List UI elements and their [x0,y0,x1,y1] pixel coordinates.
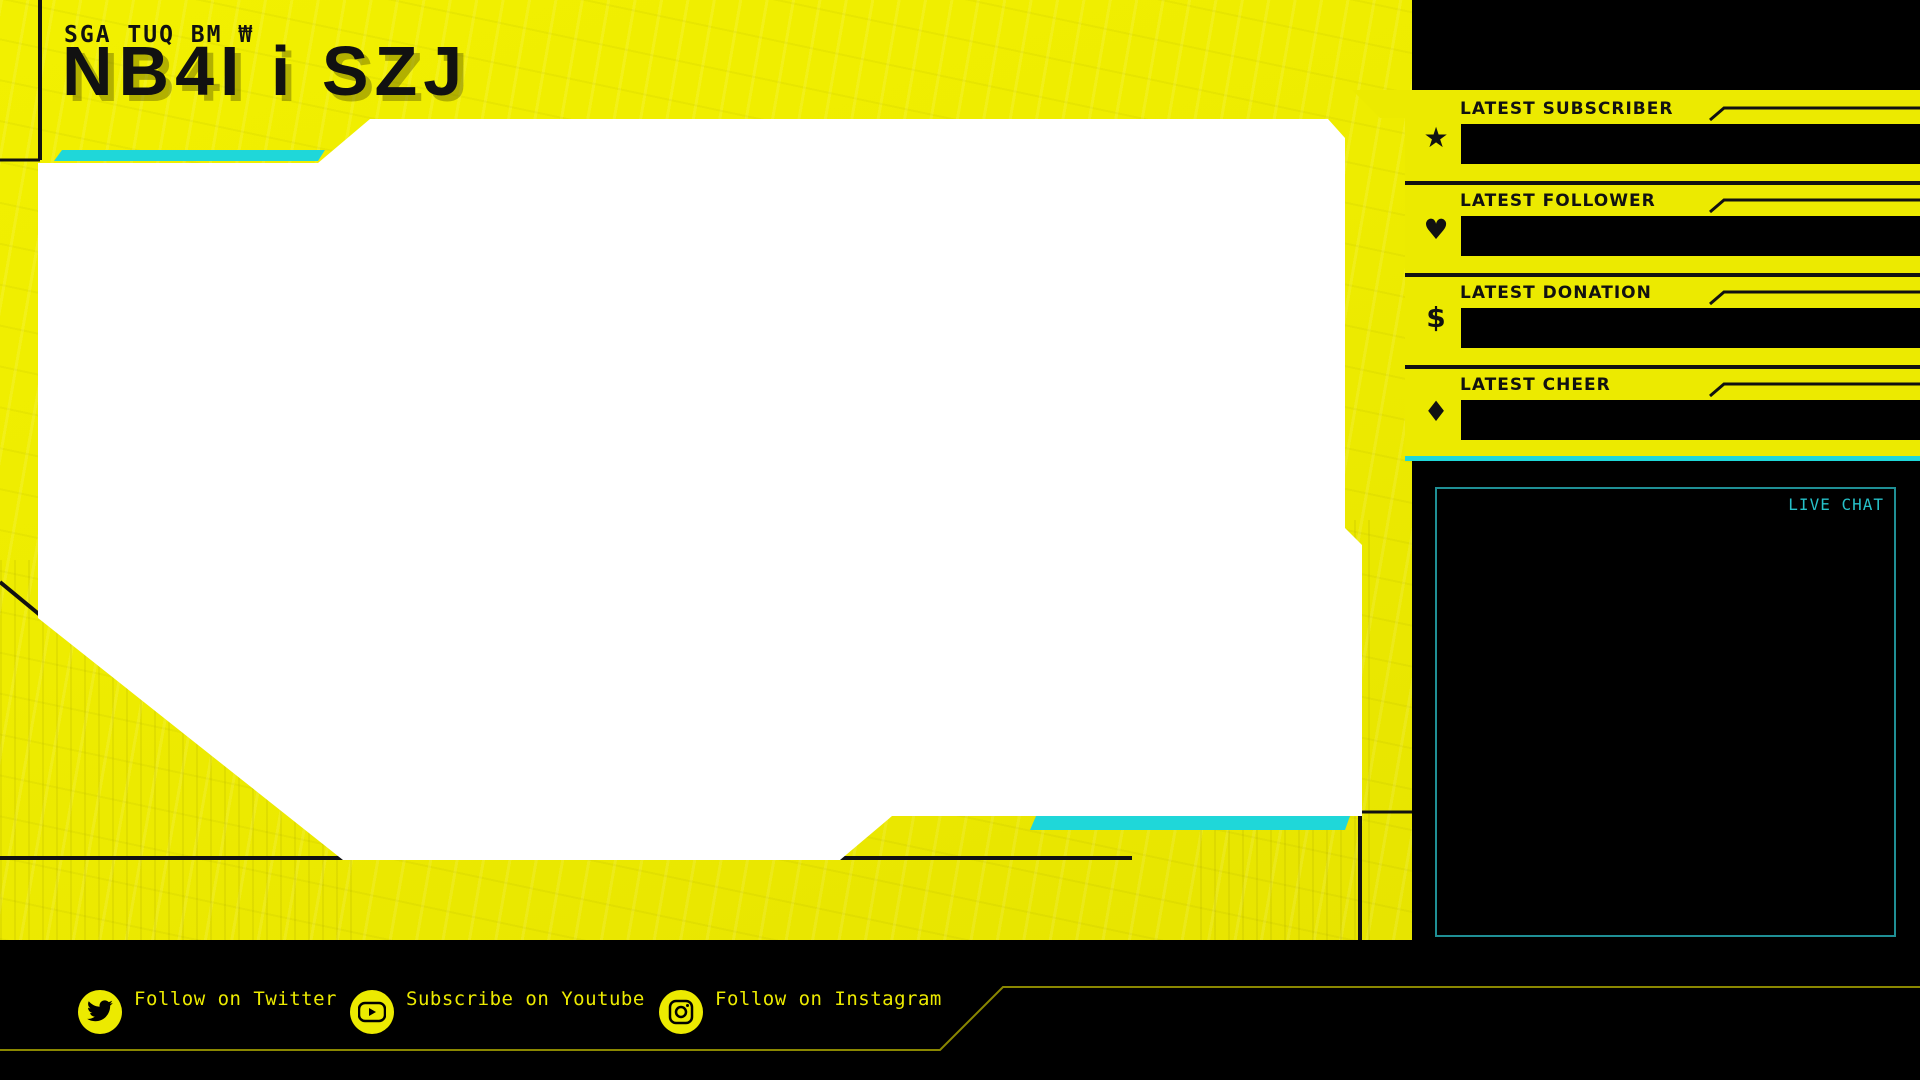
stat-title: LATEST SUBSCRIBER [1460,99,1674,119]
logo-title: NB4I i SZJ [62,32,469,110]
youtube-icon [350,990,394,1034]
instagram-icon [659,990,703,1034]
stat-value-box [1461,308,1920,348]
dollar-icon: $ [1426,301,1446,334]
social-youtube[interactable]: Subscribe on Youtube [350,988,645,1034]
stat-title: LATEST DONATION [1460,283,1652,303]
diamond-icon: ♦ [1423,395,1449,428]
star-icon: ★ [1423,121,1449,154]
logo-subtitle: SGA TUQ BM ₩ [64,22,255,48]
social-label: Subscribe on Youtube [406,988,645,1010]
logo-ghost: NB4I i SZJ [68,38,475,116]
live-chat-title: LIVE CHAT [1788,495,1884,514]
social-instagram[interactable]: Follow on Instagram [659,988,942,1034]
twitter-icon [78,990,122,1034]
stat-value-box [1461,400,1920,440]
yellow-background [0,0,1412,940]
stat-title: LATEST CHEER [1460,375,1611,395]
social-twitter[interactable]: Follow on Twitter [78,988,337,1034]
social-label: Follow on Instagram [715,988,942,1010]
heart-icon: ♥ [1423,213,1449,246]
stat-value-box [1461,216,1920,256]
stat-value-box [1461,124,1920,164]
stat-title: LATEST FOLLOWER [1460,191,1656,211]
live-chat-box: LIVE CHAT [1435,487,1896,937]
social-label: Follow on Twitter [134,988,337,1010]
